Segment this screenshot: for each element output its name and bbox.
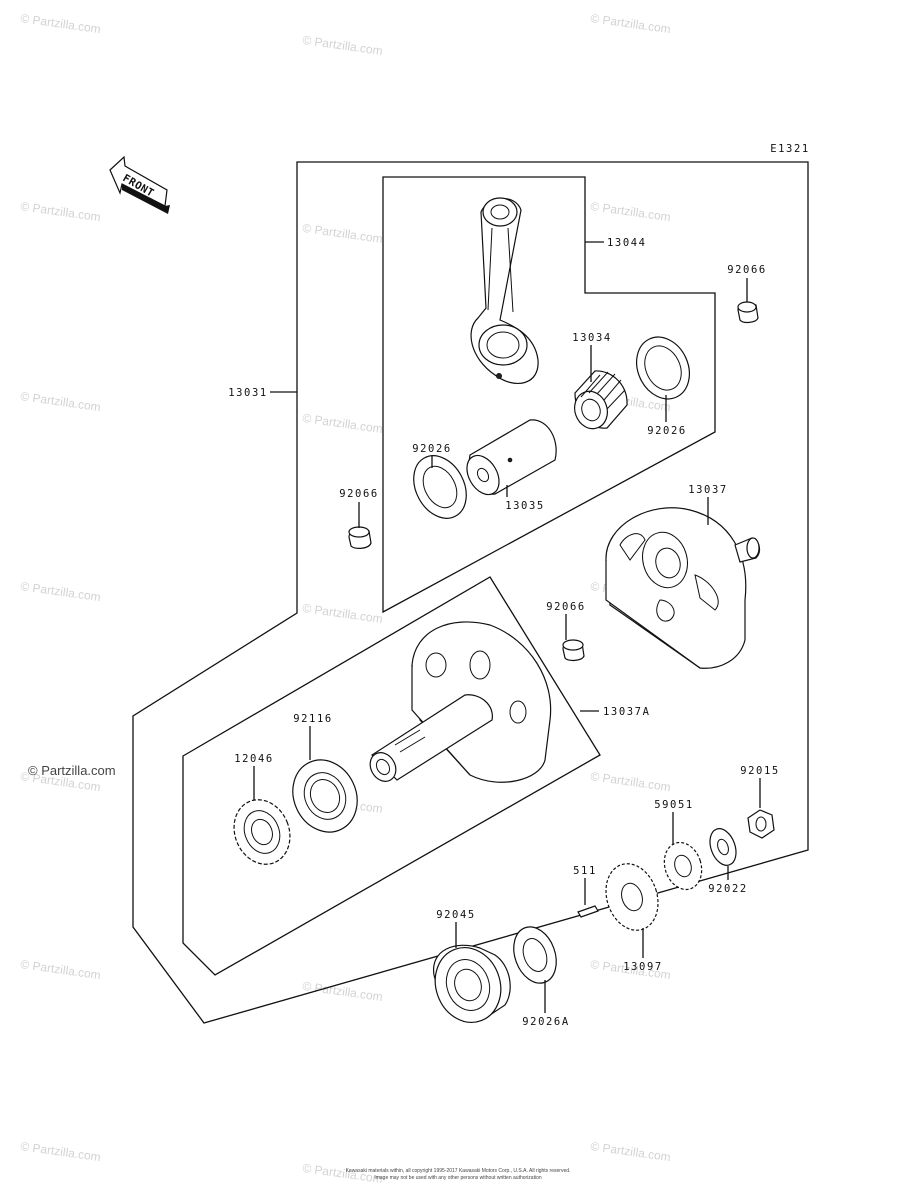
label-92116[interactable]: 92116 — [293, 713, 333, 725]
label-13035[interactable]: 13035 — [505, 500, 545, 512]
watermark-text: © Partzilla.com — [590, 11, 672, 36]
watermark-text: © Partzilla.com — [20, 199, 102, 224]
watermark-text: © Partzilla.com — [20, 1139, 102, 1164]
washer-92022 — [709, 828, 737, 866]
gear-59051 — [663, 841, 703, 891]
watermark-text: © Partzilla.com — [302, 601, 384, 626]
gear-13097 — [605, 863, 659, 931]
washer-92026A — [513, 926, 557, 984]
watermark-text: © Partzilla.com — [302, 411, 384, 436]
outline-13037a — [182, 576, 601, 976]
label-13031[interactable]: 13031 — [228, 387, 268, 399]
label-13037A[interactable]: 13037A — [603, 706, 651, 718]
label-13037[interactable]: 13037 — [688, 484, 728, 496]
label-92066-left[interactable]: 92066 — [339, 488, 379, 500]
label-92015[interactable]: 92015 — [740, 765, 780, 777]
label-13034[interactable]: 13034 — [572, 332, 612, 344]
label-92026-left[interactable]: 92026 — [412, 443, 452, 455]
one-way-clutch — [292, 759, 358, 833]
assembly-outlines — [132, 161, 809, 1024]
partzilla-copyright: © Partzilla.com — [28, 763, 116, 778]
label-92022[interactable]: 92022 — [708, 883, 748, 895]
label-92026-right[interactable]: 92026 — [647, 425, 687, 437]
watermark-text: © Partzilla.com — [20, 389, 102, 414]
label-59051[interactable]: 59051 — [654, 799, 694, 811]
label-13097[interactable]: 13097 — [623, 961, 663, 973]
watermark-text: © Partzilla.com — [302, 221, 384, 246]
flywheel-left-shaft — [369, 621, 552, 783]
watermark-text: © Partzilla.com — [20, 11, 102, 36]
nut-92015 — [747, 809, 775, 839]
watermark-text: © Partzilla.com — [590, 199, 672, 224]
label-92026A[interactable]: 92026A — [522, 1016, 570, 1028]
key-511 — [577, 905, 599, 918]
diagram-code: E1321 — [770, 143, 810, 155]
washer-92026-right — [636, 336, 690, 400]
footer-copyright-line2: Image may not be used with any other per… — [374, 1175, 542, 1181]
watermark-text: © Partzilla.com — [302, 33, 384, 58]
leader-lines — [253, 241, 761, 1013]
watermark-text: © Partzilla.com — [20, 579, 102, 604]
outline-13031 — [132, 161, 809, 1024]
flywheel-right — [605, 507, 761, 669]
washer-92026-left — [413, 455, 467, 519]
label-511[interactable]: 511 — [573, 865, 597, 877]
bushing-92066-left — [348, 526, 372, 549]
watermark-text: © Partzilla.com — [590, 769, 672, 794]
needle-bearing — [574, 370, 628, 430]
label-13044[interactable]: 13044 — [607, 237, 647, 249]
ball-bearing-92045 — [433, 944, 511, 1023]
watermark-text: © Partzilla.com — [590, 1139, 672, 1164]
bushing-92066-top — [737, 301, 759, 324]
watermark-text: © Partzilla.com — [20, 957, 102, 982]
sprocket-12046 — [233, 799, 291, 865]
footer-copyright-line1: Kawasaki materials within, all copyright… — [346, 1168, 571, 1174]
label-92045[interactable]: 92045 — [436, 909, 476, 921]
label-92066-mid[interactable]: 92066 — [546, 601, 586, 613]
outline-13044 — [382, 176, 716, 614]
front-arrow: FRONT — [109, 155, 170, 214]
bushing-92066-mid — [562, 639, 585, 662]
label-12046[interactable]: 12046 — [234, 753, 274, 765]
crank-pin — [466, 419, 557, 496]
label-92066-top[interactable]: 92066 — [727, 264, 767, 276]
part-labels: E1321 13044 92066 13034 13031 92026 9202… — [228, 143, 810, 1028]
connecting-rod — [470, 197, 539, 384]
